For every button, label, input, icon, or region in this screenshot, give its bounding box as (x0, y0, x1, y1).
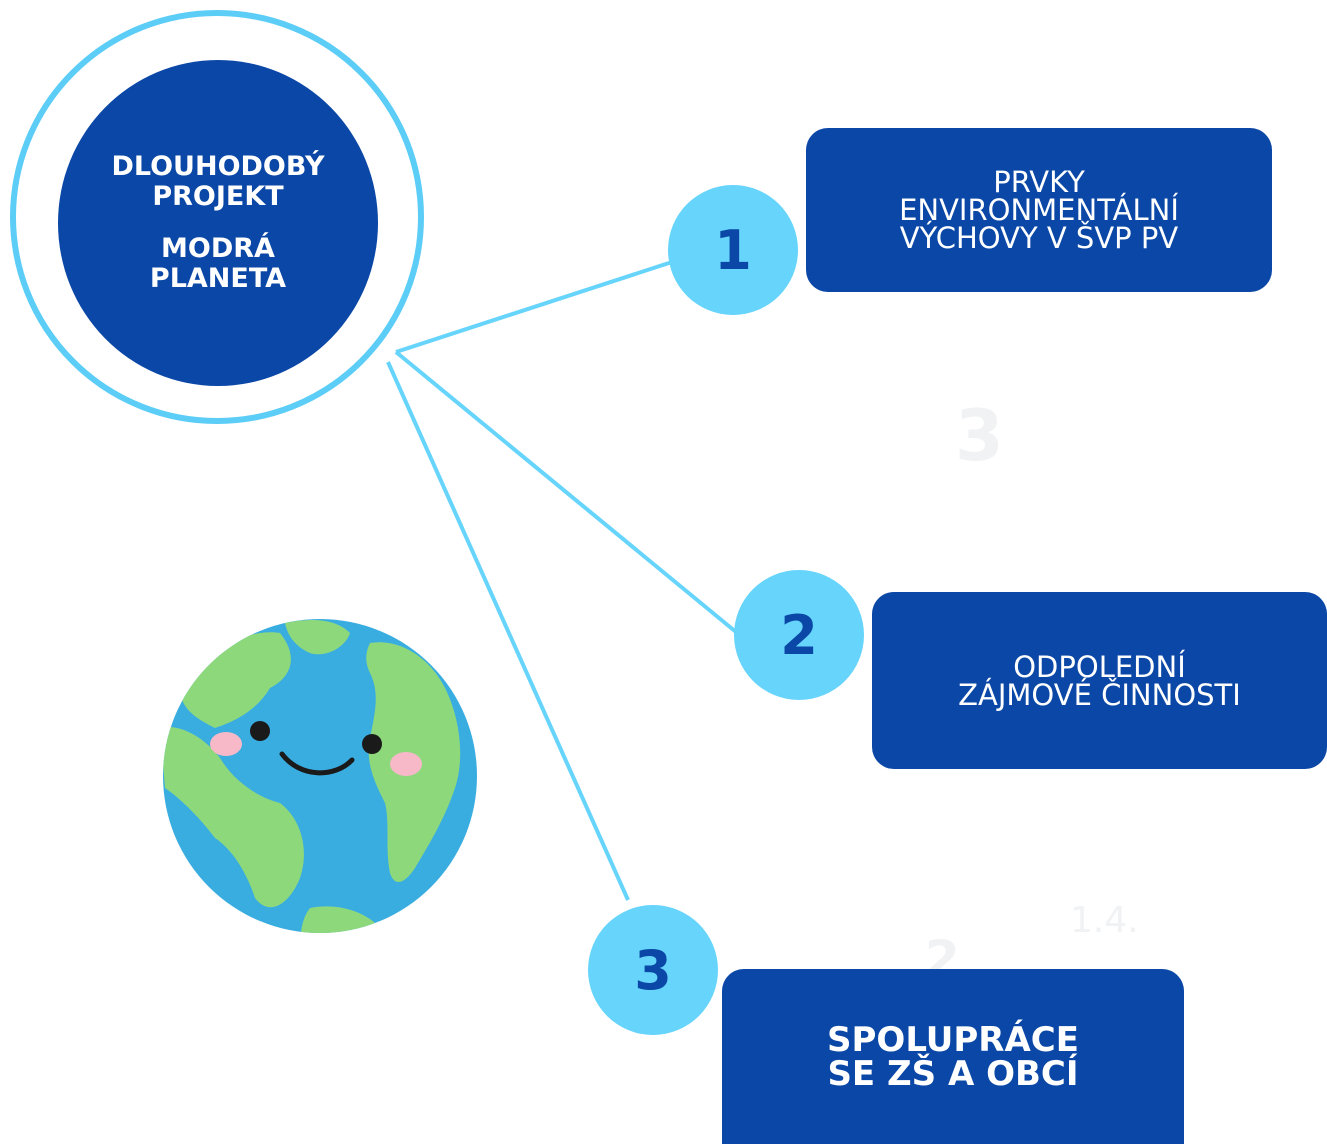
project-hub: DLOUHODOBÝ PROJEKT MODRÁ PLANETA (58, 60, 378, 386)
hub-line-2: PROJEKT (152, 181, 284, 212)
right-eye (362, 734, 382, 754)
ghost-label: 1.4. (1070, 900, 1139, 941)
connector-1 (395, 260, 673, 354)
item-box-2: ODPOLEDNÍ ZÁJMOVÉ ČINNOSTI (872, 592, 1327, 769)
number-badge-1: 1 (668, 185, 798, 315)
hub-line-4: PLANETA (149, 263, 287, 294)
land-top-mid (285, 620, 350, 655)
smile (279, 751, 355, 776)
earth-illustration (163, 619, 477, 933)
connector-3 (386, 361, 630, 901)
land-top-left (180, 632, 291, 728)
item-box-3: SPOLUPRÁCE SE ZŠ A OBCÍ (722, 969, 1184, 1144)
item-3-line-2: SE ZŠ A OBCÍ (827, 1053, 1079, 1094)
item-1-line-3: VÝCHOVY V ŠVP PV (899, 221, 1179, 255)
land-left-continent (163, 727, 304, 908)
item-2-line-2: ZÁJMOVÉ ČINNOSTI (958, 677, 1241, 712)
item-2-line-1: ODPOLEDNÍ (1013, 649, 1186, 684)
number-badge-2: 2 (734, 570, 864, 700)
item-1-line-1: PRVKY (993, 165, 1085, 199)
item-3-line-1: SPOLUPRÁCE (827, 1019, 1079, 1060)
number-badge-3: 3 (588, 905, 718, 1035)
right-cheek (390, 752, 422, 776)
ghost-number-three: 3 (955, 395, 1004, 477)
land-bottom (300, 906, 375, 933)
hub-line-1: DLOUHODOBÝ (111, 151, 325, 182)
left-cheek (210, 732, 242, 756)
left-eye (250, 721, 270, 741)
item-1-line-2: ENVIRONMENTÁLNÍ (899, 193, 1179, 227)
hub-line-3: MODRÁ (161, 233, 275, 264)
item-box-1: PRVKY ENVIRONMENTÁLNÍ VÝCHOVY V ŠVP PV (806, 128, 1272, 292)
connector-2 (394, 350, 738, 634)
